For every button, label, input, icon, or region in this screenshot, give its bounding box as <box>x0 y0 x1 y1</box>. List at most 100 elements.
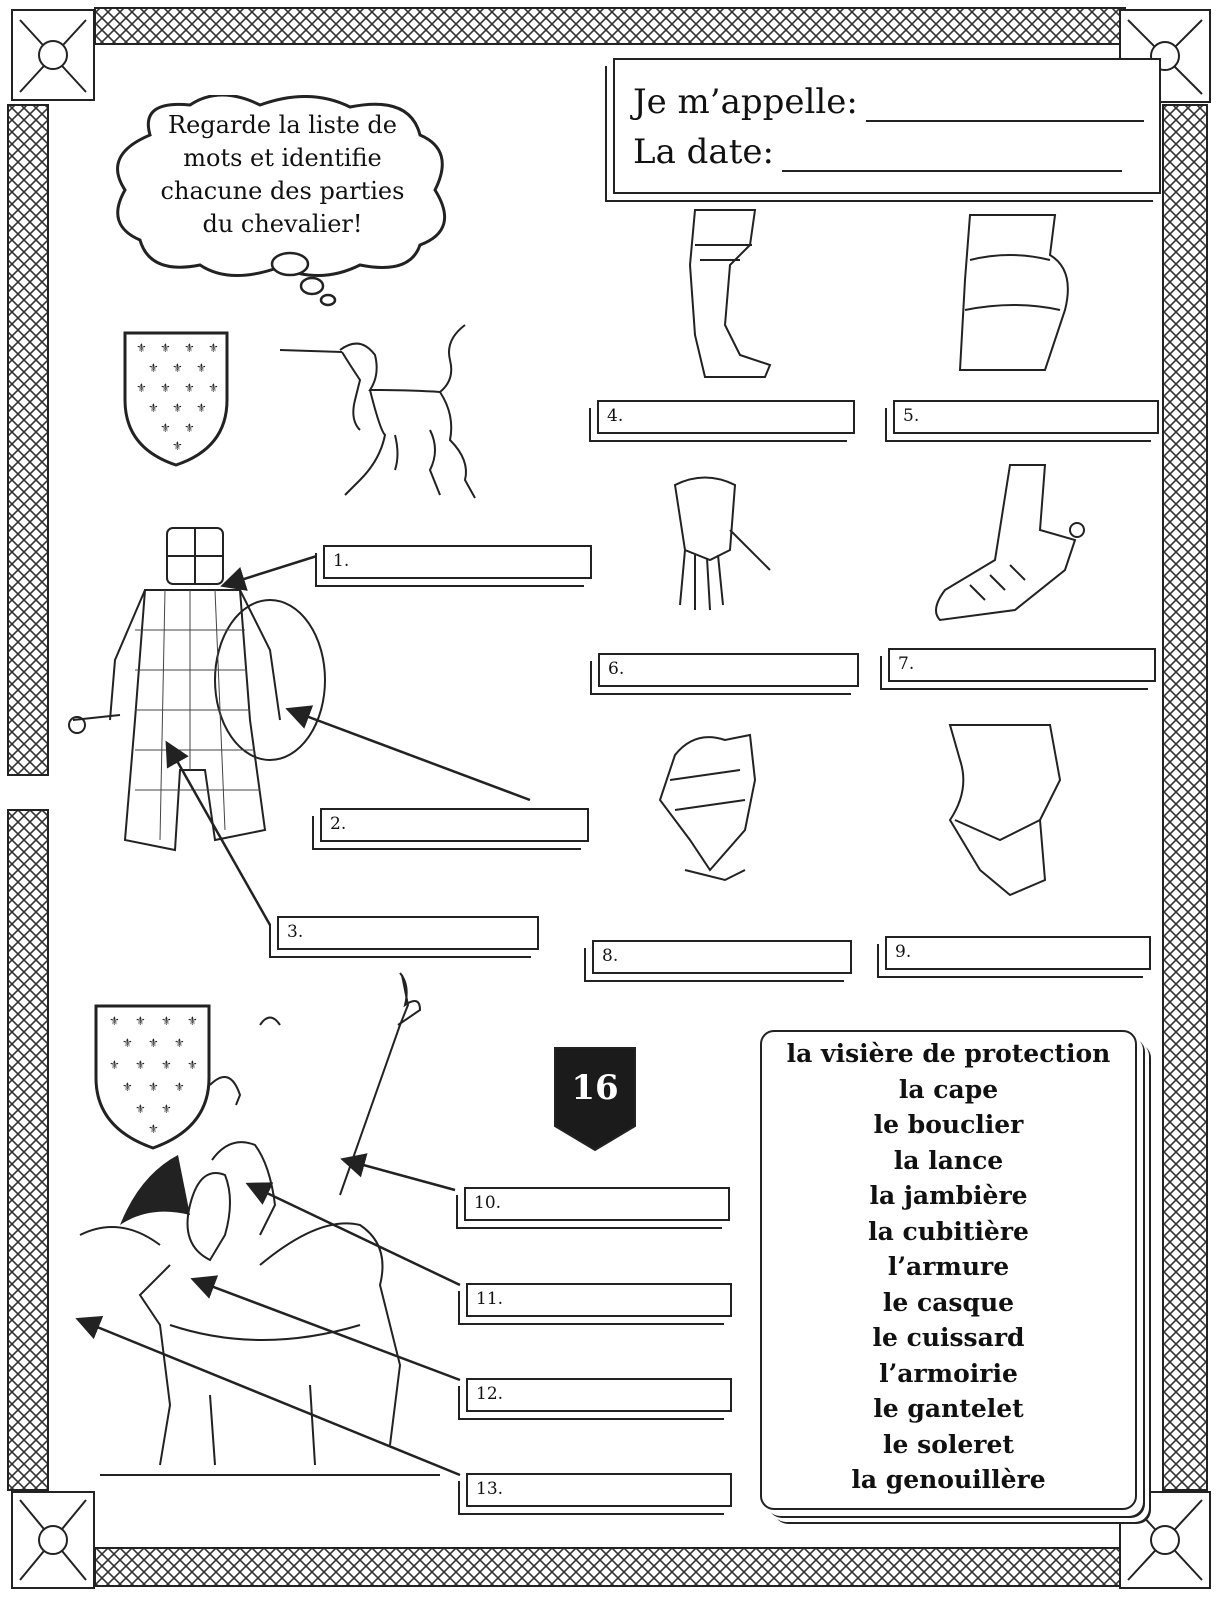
answer-box-13[interactable]: 13. <box>466 1473 732 1507</box>
svg-text:⚜: ⚜ <box>148 401 159 415</box>
fleur-de-lis-shield-icon: ⚜⚜⚜⚜ ⚜⚜⚜ ⚜⚜⚜⚜ ⚜⚜⚜ ⚜⚜⚜ <box>123 331 229 467</box>
svg-text:⚜: ⚜ <box>122 1080 133 1094</box>
svg-text:⚜: ⚜ <box>161 1102 172 1116</box>
svg-text:⚜: ⚜ <box>184 421 195 435</box>
answer-box-12[interactable]: 12. <box>466 1378 732 1412</box>
word-list-item: la genouillère <box>851 1465 1046 1494</box>
elbow-armor-illustration <box>658 733 757 882</box>
svg-text:⚜: ⚜ <box>148 1080 159 1094</box>
word-list-item: le bouclier <box>873 1110 1024 1139</box>
svg-text:⚜: ⚜ <box>187 1014 198 1028</box>
answer-number: 2. <box>330 814 347 834</box>
answer-box-11[interactable]: 11. <box>466 1283 732 1317</box>
answer-box-9[interactable]: 9. <box>885 936 1151 970</box>
instruction-line: Regarde la liste de <box>168 111 397 139</box>
answer-number: 7. <box>898 654 915 674</box>
answer-box-7[interactable]: 7. <box>888 648 1156 682</box>
page-number: 16 <box>571 1068 619 1108</box>
word-list-item: la lance <box>893 1145 1004 1175</box>
word-list-item: l’armure <box>887 1252 1010 1281</box>
svg-text:⚜: ⚜ <box>136 341 147 355</box>
answer-number: 11. <box>476 1289 504 1309</box>
date-blank[interactable] <box>781 170 1122 172</box>
svg-text:⚜: ⚜ <box>196 361 207 375</box>
answer-box-2[interactable]: 2. <box>320 808 589 842</box>
svg-text:⚜: ⚜ <box>160 381 171 395</box>
svg-text:⚜: ⚜ <box>172 439 183 453</box>
name-label: Je m’appelle: <box>633 82 858 122</box>
word-list-item: le soleret <box>883 1429 1014 1459</box>
answer-number: 1. <box>333 551 350 571</box>
svg-text:⚜: ⚜ <box>136 381 147 395</box>
answer-number: 8. <box>602 946 619 966</box>
svg-text:⚜: ⚜ <box>148 1122 159 1136</box>
knight-illustration <box>68 527 326 852</box>
word-list-item: le casque <box>882 1287 1015 1317</box>
word-list-item: la jambière <box>869 1181 1028 1210</box>
answer-number: 5. <box>903 406 920 426</box>
answer-number: 12. <box>476 1384 504 1404</box>
answer-box-8[interactable]: 8. <box>592 940 852 974</box>
name-date-box: Je m’appelle: La date: <box>613 58 1161 194</box>
svg-text:⚜: ⚜ <box>109 1058 120 1072</box>
svg-text:⚜: ⚜ <box>172 401 183 415</box>
word-list: la visière de protection la cape le bouc… <box>762 1036 1135 1498</box>
answer-box-3[interactable]: 3. <box>277 916 539 950</box>
instructions-text: Regarde la liste de mots et identifie ch… <box>140 109 425 241</box>
answer-box-10[interactable]: 10. <box>464 1187 730 1221</box>
thought-bubble: Regarde la liste de mots et identifie ch… <box>110 95 455 277</box>
name-line: Je m’appelle: <box>633 82 1144 122</box>
svg-text:⚜: ⚜ <box>208 341 219 355</box>
svg-text:⚜: ⚜ <box>122 1036 133 1050</box>
word-list-item: le cuissard <box>872 1323 1025 1352</box>
svg-text:⚜: ⚜ <box>196 401 207 415</box>
answer-number: 9. <box>895 942 912 962</box>
answer-number: 6. <box>608 659 625 679</box>
answer-number: 13. <box>476 1479 504 1499</box>
answer-box-1[interactable]: 1. <box>323 545 592 579</box>
word-list-box: la visière de protection la cape le bouc… <box>760 1030 1137 1510</box>
gauntlet-illustration <box>673 476 771 611</box>
svg-text:⚜: ⚜ <box>135 1102 146 1116</box>
answer-number: 3. <box>287 922 304 942</box>
svg-text:⚜: ⚜ <box>208 381 219 395</box>
svg-text:⚜: ⚜ <box>174 1036 185 1050</box>
word-list-item: le gantelet <box>873 1394 1024 1423</box>
mounted-knight-illustration <box>79 972 440 1476</box>
answer-box-5[interactable]: 5. <box>893 400 1159 434</box>
svg-text:⚜: ⚜ <box>109 1014 120 1028</box>
svg-text:⚜: ⚜ <box>174 1080 185 1094</box>
knee-cop-illustration <box>948 724 1062 897</box>
svg-text:⚜: ⚜ <box>161 1058 172 1072</box>
svg-text:⚜: ⚜ <box>184 341 195 355</box>
date-line: La date: <box>633 132 1122 172</box>
svg-text:⚜: ⚜ <box>135 1014 146 1028</box>
name-blank[interactable] <box>865 120 1144 122</box>
fleur-de-lis-shield-icon: ⚜⚜⚜⚜ ⚜⚜⚜ ⚜⚜⚜⚜ ⚜⚜⚜ ⚜⚜⚜ <box>94 1004 211 1150</box>
svg-text:⚜: ⚜ <box>184 381 195 395</box>
instruction-line: mots et identifie <box>183 144 382 172</box>
unicorn-illustration <box>280 324 476 499</box>
svg-text:⚜: ⚜ <box>161 1014 172 1028</box>
word-list-item: la cape <box>898 1074 999 1104</box>
svg-text:⚜: ⚜ <box>135 1058 146 1072</box>
word-list-item: la cubitière <box>868 1216 1029 1246</box>
svg-text:⚜: ⚜ <box>160 421 171 435</box>
answer-box-6[interactable]: 6. <box>598 653 859 687</box>
leg-armor-illustration <box>688 209 772 378</box>
answer-box-4[interactable]: 4. <box>597 400 855 434</box>
word-list-item: la visière de protection <box>786 1039 1111 1068</box>
svg-text:⚜: ⚜ <box>160 341 171 355</box>
svg-text:⚜: ⚜ <box>187 1058 198 1072</box>
word-list-item: l’armoirie <box>879 1358 1018 1388</box>
instruction-line: chacune des parties <box>160 177 405 205</box>
svg-text:⚜: ⚜ <box>148 1036 159 1050</box>
thought-bubble-tail <box>270 251 337 307</box>
svg-text:⚜: ⚜ <box>172 361 183 375</box>
answer-number: 10. <box>474 1193 502 1213</box>
knee-armor-illustration <box>958 214 1069 371</box>
date-label: La date: <box>633 132 774 172</box>
soleret-illustration <box>935 464 1085 622</box>
instruction-line: du chevalier! <box>202 210 363 238</box>
